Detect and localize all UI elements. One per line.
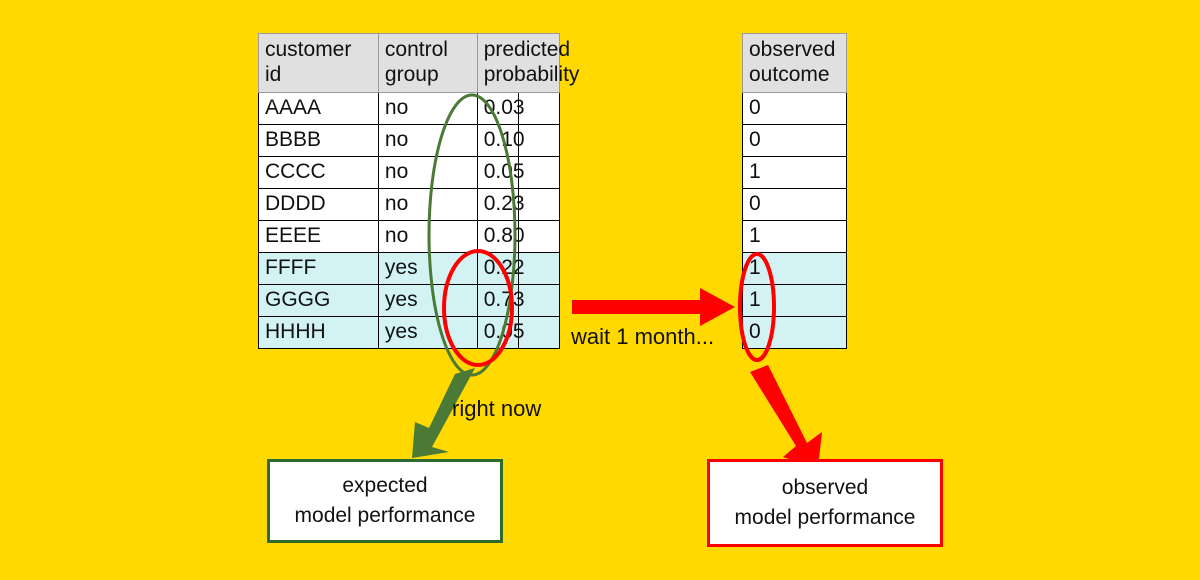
cell-predicted-probability: 0.03 [476,91,525,125]
cell-customer-id: EEEE [258,219,379,253]
header-line-1: predicted [483,38,571,61]
header-line-2: id [265,62,282,86]
cell-observed-outcome: 0 [742,91,847,125]
cell-control-group: yes [377,315,478,349]
table-row: 0 [742,315,847,349]
predictions-table: customer id control group predicted prob… [258,33,580,349]
expected-box-text: expected model performance [295,471,476,532]
cell-spacer [517,91,561,125]
observed-arrow [750,365,822,468]
observed-model-performance-box: observed model performance [707,459,943,547]
cell-spacer [517,187,561,221]
cell-customer-id: HHHH [258,315,379,349]
predictions-table-head: customer id control group predicted prob… [258,33,580,93]
observed-box-text: observed model performance [735,473,916,534]
table-header-row: customer id control group predicted prob… [258,33,580,93]
right-now-label: right now [452,396,542,421]
table-row: 1 [742,283,847,317]
cell-spacer [517,155,561,189]
cell-control-group: no [377,155,478,189]
cell-control-group: no [377,123,478,157]
cell-spacer [517,251,561,285]
cell-control-group: no [377,219,478,253]
observed-box-line-1: observed [781,475,869,499]
table-row: 0 [742,91,847,125]
wait-arrow [572,288,735,326]
header-line-1: control [384,38,448,61]
cell-control-group: no [377,187,478,221]
table-row: 0 [742,187,847,221]
column-header-predicted-probability: predicted probability [476,33,580,93]
table-row: 1 [742,251,847,285]
expected-box-line-1: expected [342,473,428,497]
cell-predicted-probability: 0.05 [476,315,525,349]
cell-control-group: yes [377,251,478,285]
cell-predicted-probability: 0.05 [476,155,525,189]
table-row: 1 [742,155,847,189]
column-header-customer-id: customer id [258,33,379,93]
cell-predicted-probability: 0.73 [476,283,525,317]
cell-customer-id: GGGG [258,283,379,317]
table-header-row: observed outcome [742,33,847,93]
cell-customer-id: CCCC [258,155,379,189]
cell-predicted-probability: 0.80 [476,219,525,253]
cell-observed-outcome: 1 [742,283,847,317]
header-line-2: outcome [749,62,830,86]
column-header-observed-outcome: observed outcome [742,33,847,93]
cell-customer-id: DDDD [258,187,379,221]
table-row: 1 [742,219,847,253]
cell-spacer [517,283,561,317]
cell-observed-outcome: 1 [742,155,847,189]
expected-model-performance-box: expected model performance [267,459,503,543]
cell-customer-id: BBBB [258,123,379,157]
cell-predicted-probability: 0.22 [476,251,525,285]
cell-spacer [517,219,561,253]
observed-box-line-2: model performance [734,506,916,529]
cell-customer-id: FFFF [258,251,379,285]
cell-predicted-probability: 0.23 [476,187,525,221]
cell-observed-outcome: 0 [742,123,847,157]
expected-box-line-2: model performance [294,504,476,527]
cell-observed-outcome: 1 [742,251,847,285]
header-line-1: customer [265,38,352,61]
header-line-1: observed [749,38,836,61]
wait-one-month-label: wait 1 month... [571,324,715,349]
cell-control-group: yes [377,283,478,317]
cell-spacer [517,315,561,349]
cell-predicted-probability: 0.10 [476,123,525,157]
column-header-control-group: control group [377,33,478,93]
cell-observed-outcome: 0 [742,315,847,349]
cell-control-group: no [377,91,478,125]
header-line-2: group [384,62,439,86]
cell-observed-outcome: 0 [742,187,847,221]
header-line-2: probability [483,62,580,86]
cell-customer-id: AAAA [258,91,379,125]
cell-observed-outcome: 1 [742,219,847,253]
table-row: 0 [742,123,847,157]
outcomes-table-head: observed outcome [742,33,847,93]
